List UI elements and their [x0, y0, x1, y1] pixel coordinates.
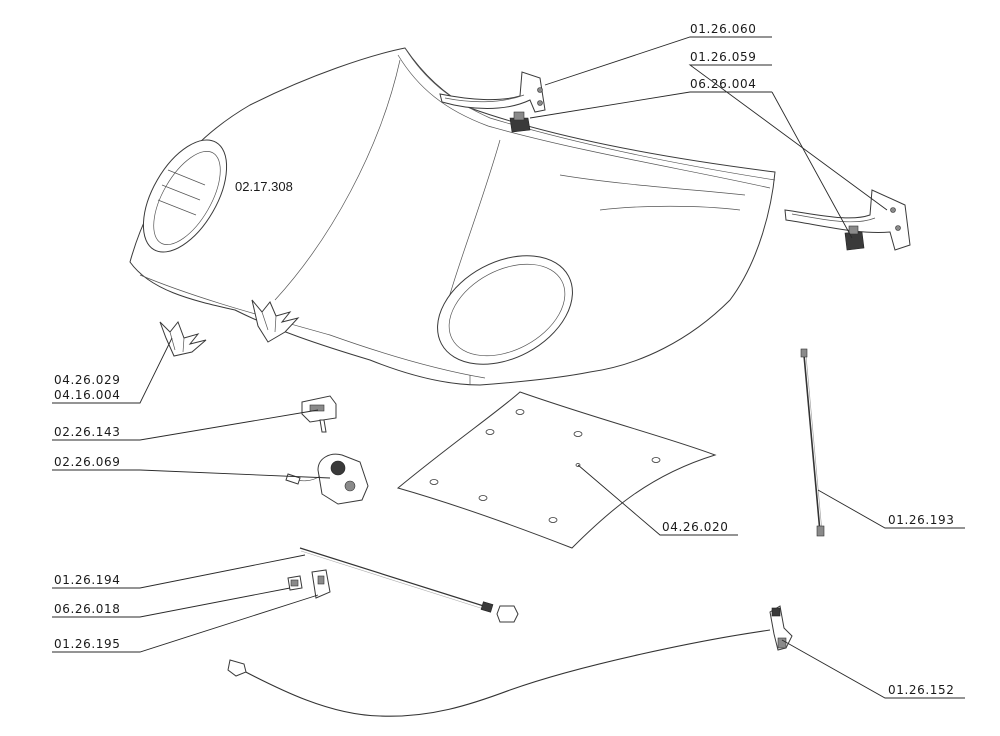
- hood-emblem: [251, 299, 300, 343]
- hood-latch: [285, 453, 369, 505]
- callout-label-02-26-143: 02.26.143: [54, 425, 120, 439]
- callout-label-01-26-059: 01.26.059: [690, 50, 756, 64]
- hood-part-number: 02.17.308: [235, 179, 293, 194]
- callout-label-02-26-069: 02.26.069: [54, 455, 120, 469]
- hood-prop-rod: [800, 348, 825, 537]
- hood-hinge-right: [784, 189, 911, 251]
- callout-labels: 01.26.060 01.26.059 06.26.004 04.26.029 …: [54, 22, 954, 697]
- callout-label-01-26-194: 01.26.194: [54, 573, 120, 587]
- right-headlamp-opening: [437, 255, 573, 365]
- release-cable-rod: [299, 547, 519, 623]
- hood-panel: [129, 47, 776, 386]
- cable-bracket: [311, 569, 331, 599]
- cable-clip: [287, 575, 303, 591]
- hood-bumper-stop-right: [844, 225, 865, 251]
- callout-label-04-16-004: 04.16.004: [54, 388, 120, 402]
- callout-label-04-26-029: 04.26.029: [54, 373, 120, 387]
- callout-leaders: [52, 36, 965, 699]
- hood-bumper-stop-left: [509, 111, 531, 133]
- callout-label-01-26-152: 01.26.152: [888, 683, 954, 697]
- callout-label-06-26-004: 06.26.004: [690, 77, 756, 91]
- callout-label-04-26-020: 04.26.020: [662, 520, 728, 534]
- left-headlamp-opening: [142, 139, 228, 253]
- callout-label-01-26-060: 01.26.060: [690, 22, 756, 36]
- latch-bracket: [301, 395, 337, 433]
- release-cable-assembly: [227, 605, 793, 717]
- hood-hinge-left: [439, 71, 546, 113]
- emblem-part: [159, 321, 207, 357]
- callout-label-01-26-195: 01.26.195: [54, 637, 120, 651]
- callout-label-01-26-193: 01.26.193: [888, 513, 954, 527]
- insulation-pad: [396, 391, 717, 549]
- callout-label-06-26-018: 06.26.018: [54, 602, 120, 616]
